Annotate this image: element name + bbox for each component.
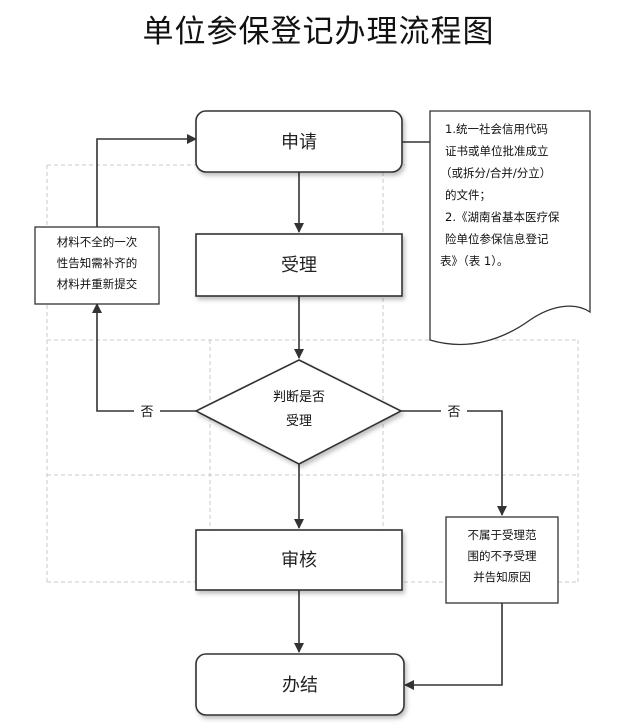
node-finish-label: 办结 — [282, 675, 318, 696]
note-incomplete: 材料不全的一次 性告知需补齐的 材料并重新提交 — [34, 226, 160, 305]
node-decision-label-line2: 受理 — [286, 414, 312, 429]
note-docs: 1.统一社会信用代码 证书或单位批准成立 （或拆分/合并/分立） 的文件； 2.… — [429, 110, 591, 346]
note-docs-line: （或拆分/合并/分立） — [440, 166, 551, 180]
note-docs-line: 的文件； — [445, 188, 491, 202]
note-incomplete-line: 性告知需补齐的 — [57, 256, 138, 270]
note-docs-line: 险单位参保信息登记 — [445, 232, 549, 246]
note-reject: 不属于受理范 围的不予受理 并告知原因 — [445, 516, 559, 604]
node-decision-label-line1: 判断是否 — [273, 390, 325, 405]
note-incomplete-line: 材料不全的一次 — [57, 235, 138, 249]
node-accept-label: 受理 — [281, 255, 317, 276]
node-finish: 办结 — [195, 653, 405, 716]
note-docs-line: 2.《湖南省基本医疗保 — [445, 210, 560, 224]
label-no-left-text: 否 — [140, 405, 153, 420]
node-apply-label: 申请 — [281, 132, 317, 153]
connectors — [92, 134, 507, 690]
node-decision: 判断是否 受理 — [194, 359, 403, 465]
label-no-right-text: 否 — [447, 405, 460, 420]
note-incomplete-line: 材料并重新提交 — [57, 277, 138, 291]
label-no-left: 否 — [134, 401, 160, 421]
arrow-no-right — [401, 410, 507, 516]
note-reject-line: 并告知原因 — [473, 570, 531, 584]
note-reject-line: 不属于受理范 — [468, 528, 537, 542]
note-docs-line: 证书或单位批准成立 — [445, 144, 549, 158]
arrow-no-left — [92, 303, 196, 412]
note-docs-line: 表》（表 1）。 — [440, 254, 508, 268]
note-reject-line: 围的不予受理 — [468, 549, 537, 563]
node-accept: 受理 — [195, 233, 403, 297]
note-docs-line: 1.统一社会信用代码 — [445, 122, 548, 136]
node-review: 审核 — [195, 529, 403, 591]
arrow-reject-finish — [404, 603, 503, 690]
label-no-right: 否 — [441, 401, 467, 421]
arrow-incomplete-apply — [96, 134, 197, 227]
node-review-label: 审核 — [281, 550, 317, 571]
page-title: 单位参保登记办理流程图 — [142, 14, 495, 50]
node-apply: 申请 — [195, 110, 403, 173]
